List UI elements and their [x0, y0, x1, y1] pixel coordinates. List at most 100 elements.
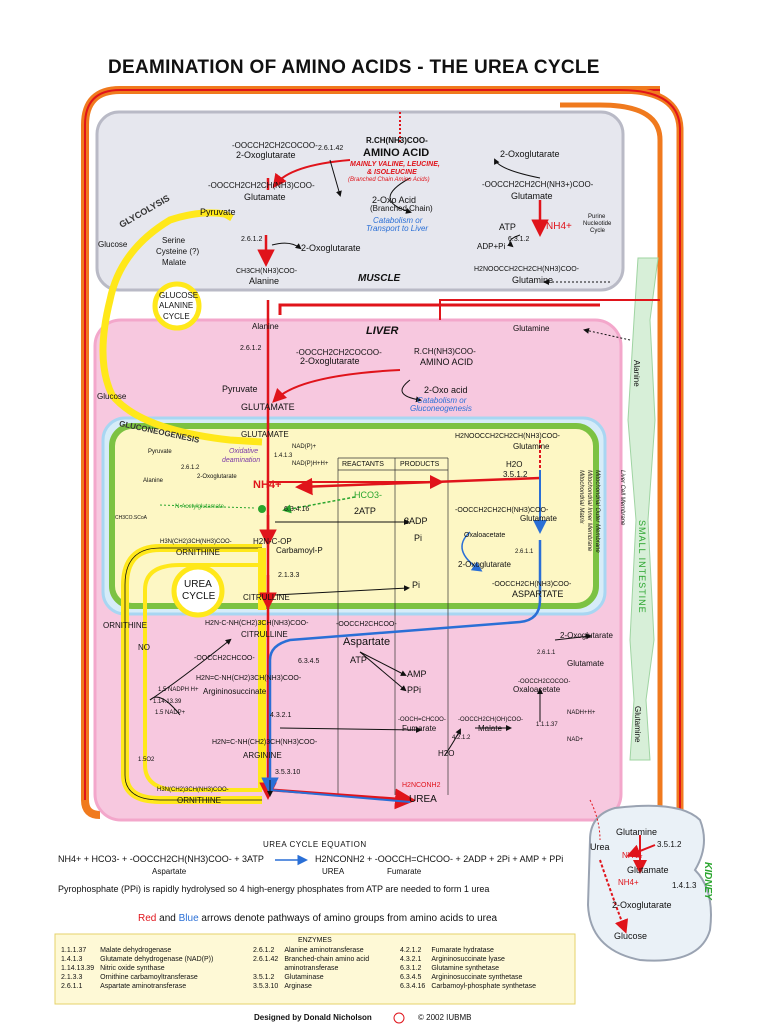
muscle-pyruvate: Pyruvate — [200, 207, 236, 217]
bcaa-note-2: & ISOLEUCINE — [367, 169, 417, 176]
enzyme-cell: aminotransferase — [284, 965, 339, 972]
mito-2atp: 2ATP — [354, 506, 376, 516]
mito-nh4: NH4+ — [253, 479, 282, 491]
liver-pyruvate: Pyruvate — [222, 384, 258, 394]
mito-glutamate-2: Glutamate — [520, 514, 557, 523]
enzyme-cell: 4.2.1.2 — [400, 947, 422, 954]
enzymes-table-frame — [54, 933, 576, 1005]
uc-urea-formula: H2NCONH2 — [402, 782, 441, 789]
uc-ornithine: ORNITHINE — [103, 621, 147, 630]
uc-glutamate: Glutamate — [567, 659, 604, 668]
ec-6-3-4-16: 6.3.4.16 — [284, 506, 310, 513]
liver-label: LIVER — [366, 325, 399, 337]
kidney-glutamine: Glutamine — [616, 827, 658, 837]
uc-arginine-formula: H2N=C-NH(CH2)3CH(NH3)COO- — [212, 739, 318, 746]
mito-citrulline: CITRULLINE — [243, 593, 290, 602]
equation-aspartate: Aspartate — [152, 867, 187, 876]
uc-atp: ATP — [350, 655, 367, 665]
enzymes-col3: 4.2.1.2 Fumarate hydratase 4.3.2.1 Arginin… — [397, 946, 539, 991]
purine-nucleotide-1: Purine — [588, 214, 606, 220]
enzyme-cell: 6.3.1.2 — [400, 965, 422, 972]
uc-citrulline: CITRULLINE — [241, 630, 288, 639]
uc-argsucc: Argininosuccinate — [203, 687, 267, 696]
mito-inner-membrane-label: Mitochondrial Inner Membrane — [586, 470, 592, 552]
liver-glutamine: Glutamine — [513, 324, 550, 333]
mito-pi: Pi — [414, 533, 423, 543]
uc-citrulline-formula: H2N-C-NH(CH2)3CH(NH3)COO- — [205, 620, 309, 627]
enzyme-cell: 4.3.2.1 — [400, 956, 422, 963]
muscle-alanine: Alanine — [249, 276, 280, 286]
intestine-glutamine: Glutamine — [633, 706, 642, 743]
enzyme-cell: Argininosuccinate lyase — [431, 956, 505, 963]
mito-glutamine: Glutamine — [513, 442, 550, 451]
mito-oxaloacetate: Oxaloacetate — [464, 532, 506, 539]
enzyme-row: 4.2.1.2 Fumarate hydratase — [397, 946, 539, 955]
enzyme-cell: Glutamine synthetase — [431, 965, 500, 972]
gac-label-1: GLUCOSE — [159, 291, 199, 300]
mito-deamination: deamination — [222, 457, 261, 464]
kidney-oxoglutarate: 2-Oxoglutarate — [612, 900, 672, 910]
muscle-glucose: Glucose — [98, 240, 128, 249]
muscle-glutamate-right-formula: -OOCCH2CH2CH(NH3+)COO- — [482, 180, 594, 189]
page-title: DEAMINATION OF AMINO ACIDS - THE UREA CY… — [108, 57, 600, 78]
enzyme-cell: Aspartate aminotransferase — [100, 983, 187, 990]
uc-amp: AMP — [407, 669, 427, 679]
small-intestine-band — [627, 257, 659, 761]
enzyme-row: 4.3.2.1 Argininosuccinate lyase — [397, 955, 539, 964]
mito-outer-membrane-label: Mitochondrial Outer Membrane — [594, 470, 600, 553]
uc-nadph: 1.5 NADPH H+ — [158, 687, 199, 693]
muscle-glutamine: Glutamine — [512, 275, 554, 285]
ec-2-6-1-2-mito: 2.6.1.2 — [181, 465, 200, 471]
enzyme-cell: Branched-chain amino acid — [284, 956, 370, 963]
liver-alanine: Alanine — [252, 322, 279, 331]
kidney-nh4a: NH4+ — [622, 851, 643, 860]
muscle-glutamate-formula: -OOCCH2CH2CH(NH3)COO- — [208, 181, 315, 190]
muscle-oxoglutarate-right: 2-Oxoglutarate — [500, 149, 560, 159]
enzyme-cell: 2.1.3.3 — [61, 974, 83, 981]
kidney-urea: Urea — [590, 842, 610, 852]
uc-nad: NAD+ — [567, 737, 584, 743]
reactants-header: REACTANTS — [342, 461, 384, 468]
bcaa-note-3: (Branched Chain Amino Acids) — [348, 177, 430, 183]
uc-arginine: ARGININE — [243, 751, 282, 760]
mito-glutamate: GLUTAMATE — [241, 430, 289, 439]
liver-oxoglutarate: 2-Oxoglutarate — [300, 356, 360, 366]
mitochondrion-inner — [109, 423, 599, 609]
mito-aspartate: ASPARTATE — [512, 589, 564, 599]
mito-ornithine-formula: H3N(CH2)3CH(NH3)COO- — [160, 539, 232, 545]
uc-oxoglutarate: 2-Oxoglutarate — [560, 631, 613, 640]
legend-rest: arrows denote pathways of amino groups f… — [201, 913, 498, 924]
bcaa-note-1: MAINLY VALINE, LEUCINE, — [350, 161, 440, 168]
enzyme-cell: 2.6.1.42 — [253, 956, 279, 963]
muscle-catabolism: Catabolism or — [373, 216, 423, 225]
purine-nucleotide-2: Nucleotide — [583, 221, 612, 227]
uc-o2: 1.5O2 — [138, 757, 155, 763]
enzyme-cell: Fumarate hydratase — [431, 947, 494, 954]
mito-oxoglutarate: 2-Oxoglutarate — [197, 474, 237, 480]
uc-nadhh: NADH+H+ — [567, 710, 596, 716]
liver-amino-acid-formula: R.CH(NH3)COO- — [414, 347, 476, 356]
muscle-glutamate: Glutamate — [244, 192, 286, 202]
equation-urea: UREA — [322, 867, 345, 876]
mito-aspartate-formula: -OOCCH2CH(NH3)COO- — [492, 581, 572, 588]
enzyme-row: 6.3.1.2 Glutamine synthetase — [397, 964, 539, 973]
legend-line: Red and Blue arrows denote pathways of a… — [138, 914, 497, 924]
enzyme-cell: Ornithine carbamoyltransferase — [100, 974, 198, 981]
uc-nadp: 1.5 NADP+ — [155, 710, 186, 716]
uc-urea: UREA — [409, 794, 437, 805]
uc-h2o: H2O — [438, 749, 455, 758]
gac-label-2: ALANINE — [159, 301, 194, 310]
equation-part2: H2NCONH2 + -OOCCH=CHCOO- + 2ADP + 2Pi + … — [315, 854, 564, 864]
urea-cycle-label-2: CYCLE — [182, 591, 216, 602]
ec-4-3-2-1: 4.3.2.1 — [270, 712, 292, 719]
ec-1-4-1-3-kidney: 1.4.1.3 — [672, 881, 697, 890]
uc-fumarate: Fumarate — [402, 724, 437, 733]
muscle-malate: Malate — [162, 258, 187, 267]
